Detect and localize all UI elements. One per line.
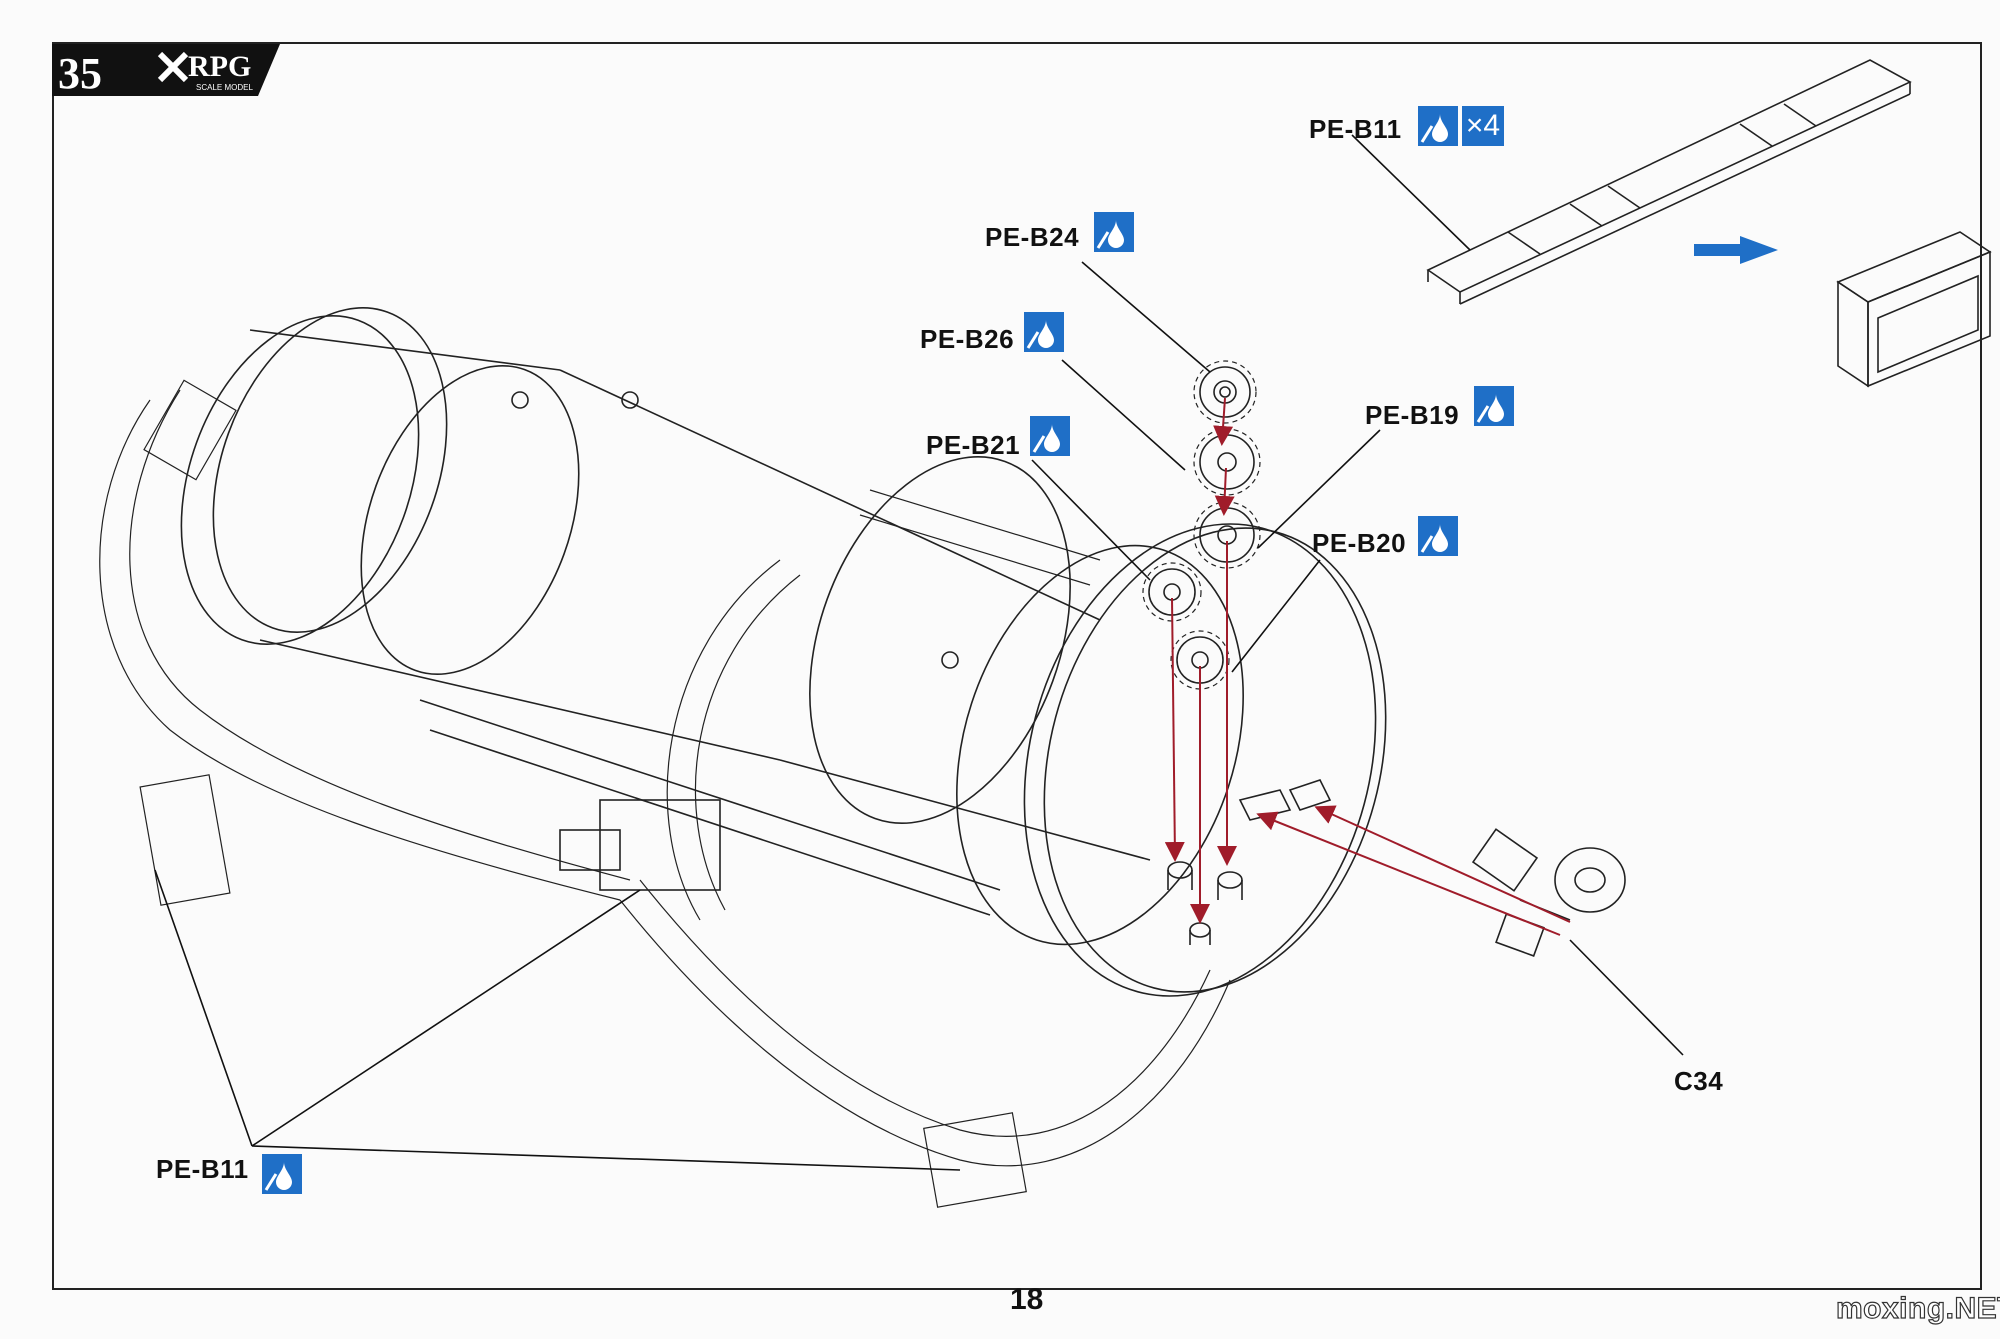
callout-pe-b19: PE-B19 [1365,400,1460,430]
part-c34 [1471,828,1626,957]
pe-b11-strip [1426,59,1912,305]
page-number: 18 [1010,1283,1044,1316]
assembly-arrows [1164,397,1571,936]
glue-drop-icon [1024,312,1064,352]
glue-drop-icon [1474,386,1514,426]
logo-sub-text: SCALE MODEL [196,83,253,92]
callout-pe-b11-top: PE-B11 [1309,114,1402,144]
glue-drop-icon [1094,212,1134,252]
blue-arrow [1694,236,1778,264]
logo-brand-text: RPG [188,50,251,83]
page-frame [52,42,1982,1290]
callout-pe-b21: PE-B21 [926,430,1021,460]
gear-pe-b26 [1199,434,1255,490]
callout-c34: C34 [1674,1066,1724,1096]
callout-pe-b11-bottom: PE-B11 [156,1154,249,1184]
glue-drop-icon [262,1154,302,1194]
watermark: moxing.NET [1835,1291,2000,1325]
logo-scale-text: 35 [58,49,102,98]
mounting-posts [1167,779,1332,945]
glue-drop-icon [1418,516,1458,556]
callout-pe-b24: PE-B24 [985,222,1080,252]
drum-body [180,307,1387,997]
callout-pe-b20: PE-B20 [1312,528,1407,558]
pe-b11-box [1836,231,1992,388]
leader-lines [154,134,1684,1171]
glue-drop-icon [1030,416,1070,456]
callout-pe-b26: PE-B26 [920,324,1015,354]
ammo-belt [99,379,1231,1208]
glue-drop-icon [1418,106,1458,146]
brand-logo: 35 RPG SCALE MODEL [48,42,283,98]
quantity-badge: ×4 [1462,106,1504,146]
